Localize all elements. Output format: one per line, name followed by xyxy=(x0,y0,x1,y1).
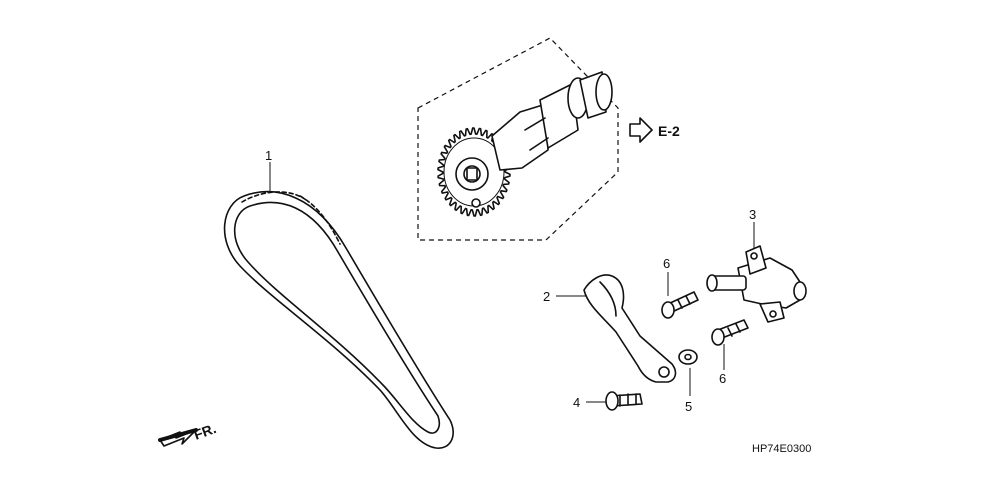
cam-chain xyxy=(223,190,454,449)
leader-lines xyxy=(269,162,755,403)
callout-6-lower: 6 xyxy=(719,371,726,386)
tensioner-lifter xyxy=(706,245,807,323)
camshaft-assembly xyxy=(417,37,619,241)
front-marker-label: FR. xyxy=(192,420,219,443)
figure-code: HP74E0300 xyxy=(752,443,811,455)
callout-1: 1 xyxy=(265,148,272,163)
callout-5: 5 xyxy=(685,399,692,414)
bolt-part-6-upper xyxy=(661,291,699,319)
callout-4: 4 xyxy=(573,395,580,410)
callout-3: 3 xyxy=(749,207,756,222)
tensioner-arm xyxy=(583,274,677,383)
washer-part-5 xyxy=(678,349,698,365)
callout-6-upper: 6 xyxy=(663,256,670,271)
bolt-part-6-lower xyxy=(711,319,749,346)
front-direction-arrow xyxy=(158,428,198,447)
reference-arrow xyxy=(629,117,653,143)
reference-label: E-2 xyxy=(658,123,680,139)
bolt-part-4 xyxy=(605,391,643,411)
callout-2: 2 xyxy=(543,289,550,304)
